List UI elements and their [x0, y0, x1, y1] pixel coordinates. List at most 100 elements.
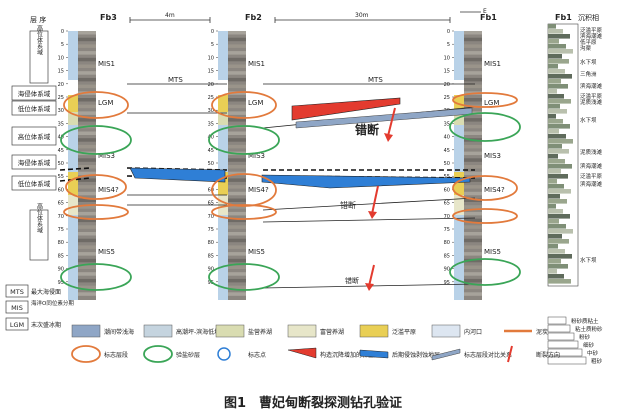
facies-label: 滨海潮滩 — [580, 180, 603, 188]
grain-size-step — [547, 340, 579, 349]
core-photo-stripe — [228, 118, 246, 122]
core-photo-stripe — [78, 165, 96, 169]
depth-label: 0 — [447, 29, 450, 35]
depth-label: 85 — [208, 253, 214, 259]
core-photo-stripe — [464, 98, 482, 102]
facies-layer — [548, 189, 571, 194]
core-photo-stripe — [464, 205, 482, 209]
core-photo-stripe — [464, 44, 482, 48]
core-photo-stripe — [228, 77, 246, 82]
core-photo-stripe — [464, 151, 482, 156]
depth-label: 90 — [444, 267, 450, 273]
legend-swatch-wedge — [287, 347, 317, 359]
legend-label: 构造沉降增加的新空间 — [320, 351, 380, 359]
core-photo-stripe — [78, 198, 96, 202]
depth-label: 5 — [61, 42, 64, 48]
grain-size-step — [547, 316, 567, 325]
facies-layer — [548, 199, 567, 204]
fault-arrow-3 — [368, 264, 375, 287]
fault-arrow-1-head — [384, 133, 393, 142]
facies-label: 泥质浅滩 — [580, 148, 603, 156]
depth-label: 15 — [444, 69, 450, 75]
depth-label: 20 — [444, 82, 450, 88]
core-photo-stripe — [78, 118, 96, 122]
borehole-fb3: 05101520253035404550556065707580859095MI… — [58, 29, 119, 300]
core-photo-stripe — [464, 245, 482, 249]
depth-label: 55 — [58, 174, 64, 180]
core-photo-stripe — [78, 37, 96, 42]
core-photo-stripe — [464, 292, 482, 296]
abbrev-box-mis — [5, 300, 29, 314]
abbrev-box-mts — [5, 284, 29, 298]
core-photo-stripe — [78, 265, 96, 269]
facies-label: 泛滥平原 — [580, 172, 603, 180]
core-photo-stripe — [78, 178, 96, 182]
grain-size-label: 细砂 — [583, 341, 595, 349]
facies-label: 水下坝 — [580, 58, 597, 66]
scale-label-1: 4m — [165, 12, 175, 19]
facies-layer — [548, 39, 559, 44]
core-photo-stripe — [228, 285, 246, 290]
facies-layer — [548, 29, 563, 34]
core-photo-stripe — [464, 57, 482, 62]
facies-layer — [548, 119, 563, 124]
depth-label: 75 — [444, 227, 450, 233]
facies-layer — [548, 234, 562, 239]
core-photo-stripe — [228, 211, 246, 216]
core-photo-stripe — [78, 232, 96, 236]
core-photo-stripe — [78, 211, 96, 216]
core-photo-stripe — [78, 158, 96, 162]
facies-layer — [548, 109, 567, 114]
core-photo-stripe — [228, 205, 246, 209]
facies-layer — [548, 209, 563, 214]
core-photo-stripe — [464, 265, 482, 269]
core-photo-stripe — [464, 218, 482, 223]
depth-label: 75 — [58, 227, 64, 233]
facies-layer — [548, 264, 568, 269]
grain-size-label: 粘土质粉砂 — [575, 325, 603, 333]
grain-size-label: 粉砂质粘土 — [571, 317, 599, 325]
mts-label-center: MTS — [368, 76, 383, 84]
facies-label: 泛滥平原 — [580, 26, 603, 34]
legend-label: 后期侵蚀剥蚀地层 — [392, 351, 440, 359]
facies-layer — [548, 219, 559, 224]
facies-layer — [548, 194, 560, 199]
core-photo-stripe — [78, 104, 96, 109]
depth-label: 85 — [58, 253, 64, 259]
legend-label: 盐营养湖 — [248, 328, 272, 336]
depth-label: 85 — [444, 253, 450, 259]
core-photo-stripe — [78, 131, 96, 135]
facies-layer — [548, 274, 564, 279]
core-photo-stripe — [228, 292, 246, 296]
core-photo-stripe — [78, 278, 96, 283]
legend-label: 内河口 — [464, 328, 482, 336]
core-photo-stripe — [464, 272, 482, 276]
facies-label: 三角洲 — [580, 70, 597, 78]
core-photo-stripe — [464, 278, 482, 283]
right-column-subtitle: 沉积相 — [578, 13, 599, 22]
legend-label: 标志层段 — [104, 351, 128, 359]
core-photo-stripe — [228, 278, 246, 283]
depth-label: 80 — [444, 240, 450, 246]
core-photo-stripe — [228, 31, 246, 35]
legend-label: 验盐砂层 — [176, 351, 200, 359]
oval-mis5-fb2 — [211, 204, 277, 220]
grain-size-label: 中砂 — [587, 349, 599, 357]
depth-label: 70 — [58, 214, 64, 220]
core-photo-stripe — [78, 205, 96, 209]
core-photo-stripe — [228, 44, 246, 48]
oval-lgm-fb1 — [452, 92, 518, 108]
seq-box-5 — [11, 154, 57, 170]
borehole-title-fb2: Fb2 — [245, 13, 262, 22]
abbrev-code-lgm: LGM — [10, 321, 24, 329]
depth-label: 70 — [208, 214, 214, 220]
depth-label: 40 — [208, 135, 214, 141]
fault-arrow-3-head — [365, 283, 374, 291]
facies-layer — [548, 184, 564, 189]
oval-mis4-fb2 — [211, 173, 277, 207]
borehole-label: LGM — [484, 99, 499, 107]
oval-mis5-fb3 — [63, 204, 129, 220]
borehole-label: MIS1 — [248, 60, 265, 68]
seq-label-2: 海侵体系域 — [18, 89, 51, 98]
